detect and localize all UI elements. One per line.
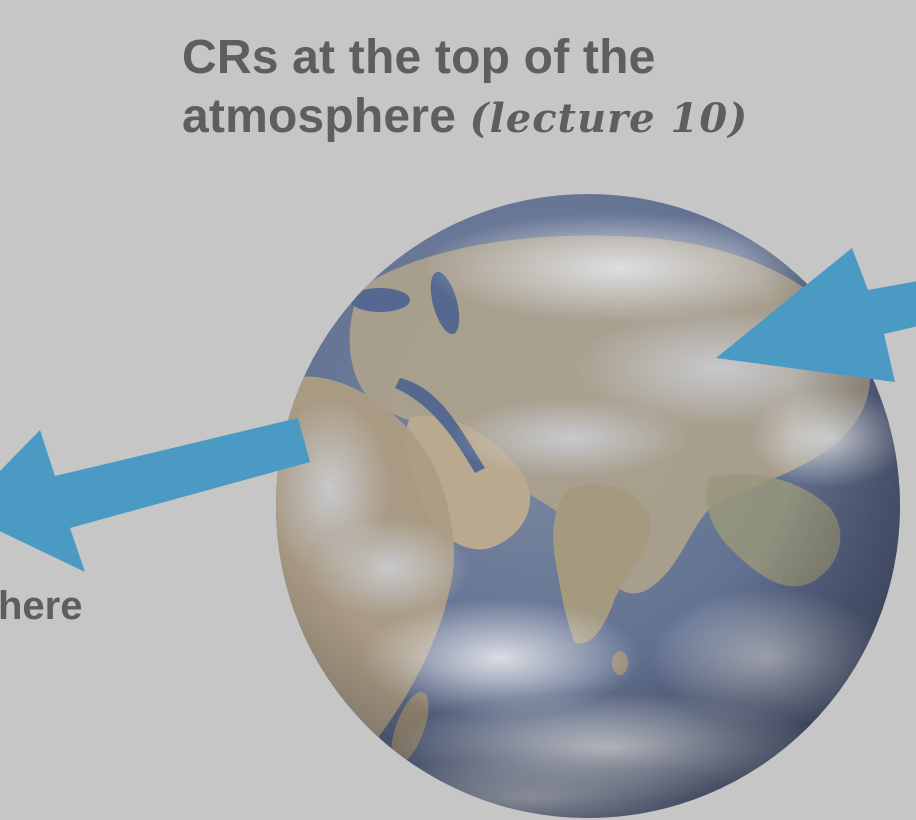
title-line-2-text: atmosphere — [182, 90, 470, 143]
title-line-2: atmosphere (lecture 10) — [182, 87, 902, 148]
earth-globe-image — [276, 194, 900, 818]
title-lecture-note: (lecture 10) — [469, 95, 749, 142]
slide-title: CRs at the top of the atmosphere (lectur… — [182, 28, 902, 148]
side-label: here — [0, 584, 83, 628]
title-line-1: CRs at the top of the — [182, 31, 656, 84]
arrow-left-icon — [0, 418, 310, 572]
